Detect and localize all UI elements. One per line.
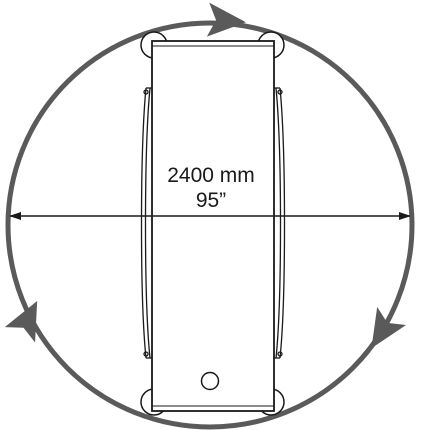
platform-body (151, 40, 275, 412)
dimension-label-imperial: 95” (196, 189, 226, 212)
rotation-arrow-top (206, 2, 246, 37)
platform-hole (200, 371, 220, 391)
left-side-rail (140, 87, 152, 359)
rotation-circle (5, 20, 415, 430)
right-side-rail (274, 87, 286, 359)
dimension-label-metric: 2400 mm (167, 164, 255, 187)
rotation-arrow-left (4, 300, 38, 343)
rotation-arrow-right (371, 307, 407, 349)
